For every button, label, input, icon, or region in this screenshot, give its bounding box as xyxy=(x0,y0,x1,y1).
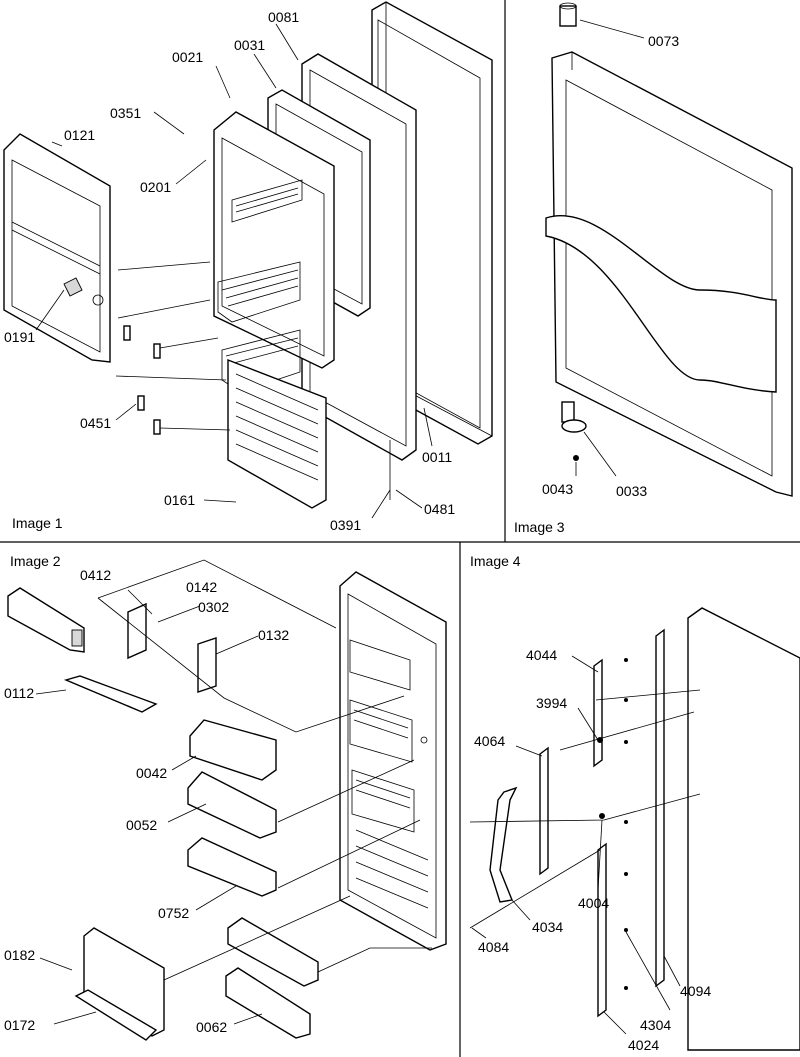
image1-labels: Image 1 0081 0021 0031 0351 0121 0201 01… xyxy=(4,9,455,533)
image3-drawing xyxy=(545,2,793,497)
callout-0132: 0132 xyxy=(258,627,289,643)
callout-0191: 0191 xyxy=(4,329,35,345)
callout-4004: 4004 xyxy=(578,895,609,911)
callout-0351: 0351 xyxy=(110,105,141,121)
image1-drawing xyxy=(3,1,493,519)
callout-0062: 0062 xyxy=(196,1019,227,1035)
callout-4064: 4064 xyxy=(474,733,505,749)
callout-0033: 0033 xyxy=(616,483,647,499)
image2-labels: Image 2 0412 0142 0302 0132 0112 0042 00… xyxy=(4,553,289,1035)
callout-0172: 0172 xyxy=(4,1017,35,1033)
callout-0011: 0011 xyxy=(422,449,452,465)
callout-4034: 4034 xyxy=(532,919,563,935)
panel-title-image3: Image 3 xyxy=(514,519,565,535)
callout-4024: 4024 xyxy=(628,1037,659,1053)
callout-0161: 0161 xyxy=(164,492,195,508)
callout-0481: 0481 xyxy=(424,501,455,517)
image2-drawing xyxy=(7,559,447,1041)
callout-0752: 0752 xyxy=(158,905,189,921)
callout-0073: 0073 xyxy=(648,33,679,49)
callout-0043: 0043 xyxy=(542,481,573,497)
callout-0052: 0052 xyxy=(126,817,157,833)
callout-0031: 0031 xyxy=(234,37,265,53)
callout-0302: 0302 xyxy=(198,599,229,615)
callout-0201: 0201 xyxy=(140,179,171,195)
image3-labels: Image 3 0073 0043 0033 xyxy=(514,33,679,535)
callout-0412: 0412 xyxy=(80,567,111,583)
image4-drawing xyxy=(469,607,800,1051)
panel-title-image4: Image 4 xyxy=(470,553,521,569)
callout-0081: 0081 xyxy=(268,9,299,25)
callout-3994: 3994 xyxy=(536,695,567,711)
callout-4094: 4094 xyxy=(680,983,711,999)
callout-0042: 0042 xyxy=(136,765,167,781)
callout-0451: 0451 xyxy=(80,415,111,431)
callout-0021: 0021 xyxy=(172,49,203,65)
callout-0121: 0121 xyxy=(64,127,95,143)
panel-title-image1: Image 1 xyxy=(12,515,63,531)
callout-4084: 4084 xyxy=(478,939,509,955)
callout-4304: 4304 xyxy=(640,1017,671,1033)
callout-0142: 0142 xyxy=(186,579,217,595)
panel-title-image2: Image 2 xyxy=(10,553,61,569)
callout-0391: 0391 xyxy=(330,517,361,533)
callout-0112: 0112 xyxy=(4,685,34,701)
callout-0182: 0182 xyxy=(4,947,35,963)
callout-4044: 4044 xyxy=(526,647,557,663)
image4-labels: Image 4 4044 3994 4064 4004 4034 4084 40… xyxy=(470,553,711,1053)
